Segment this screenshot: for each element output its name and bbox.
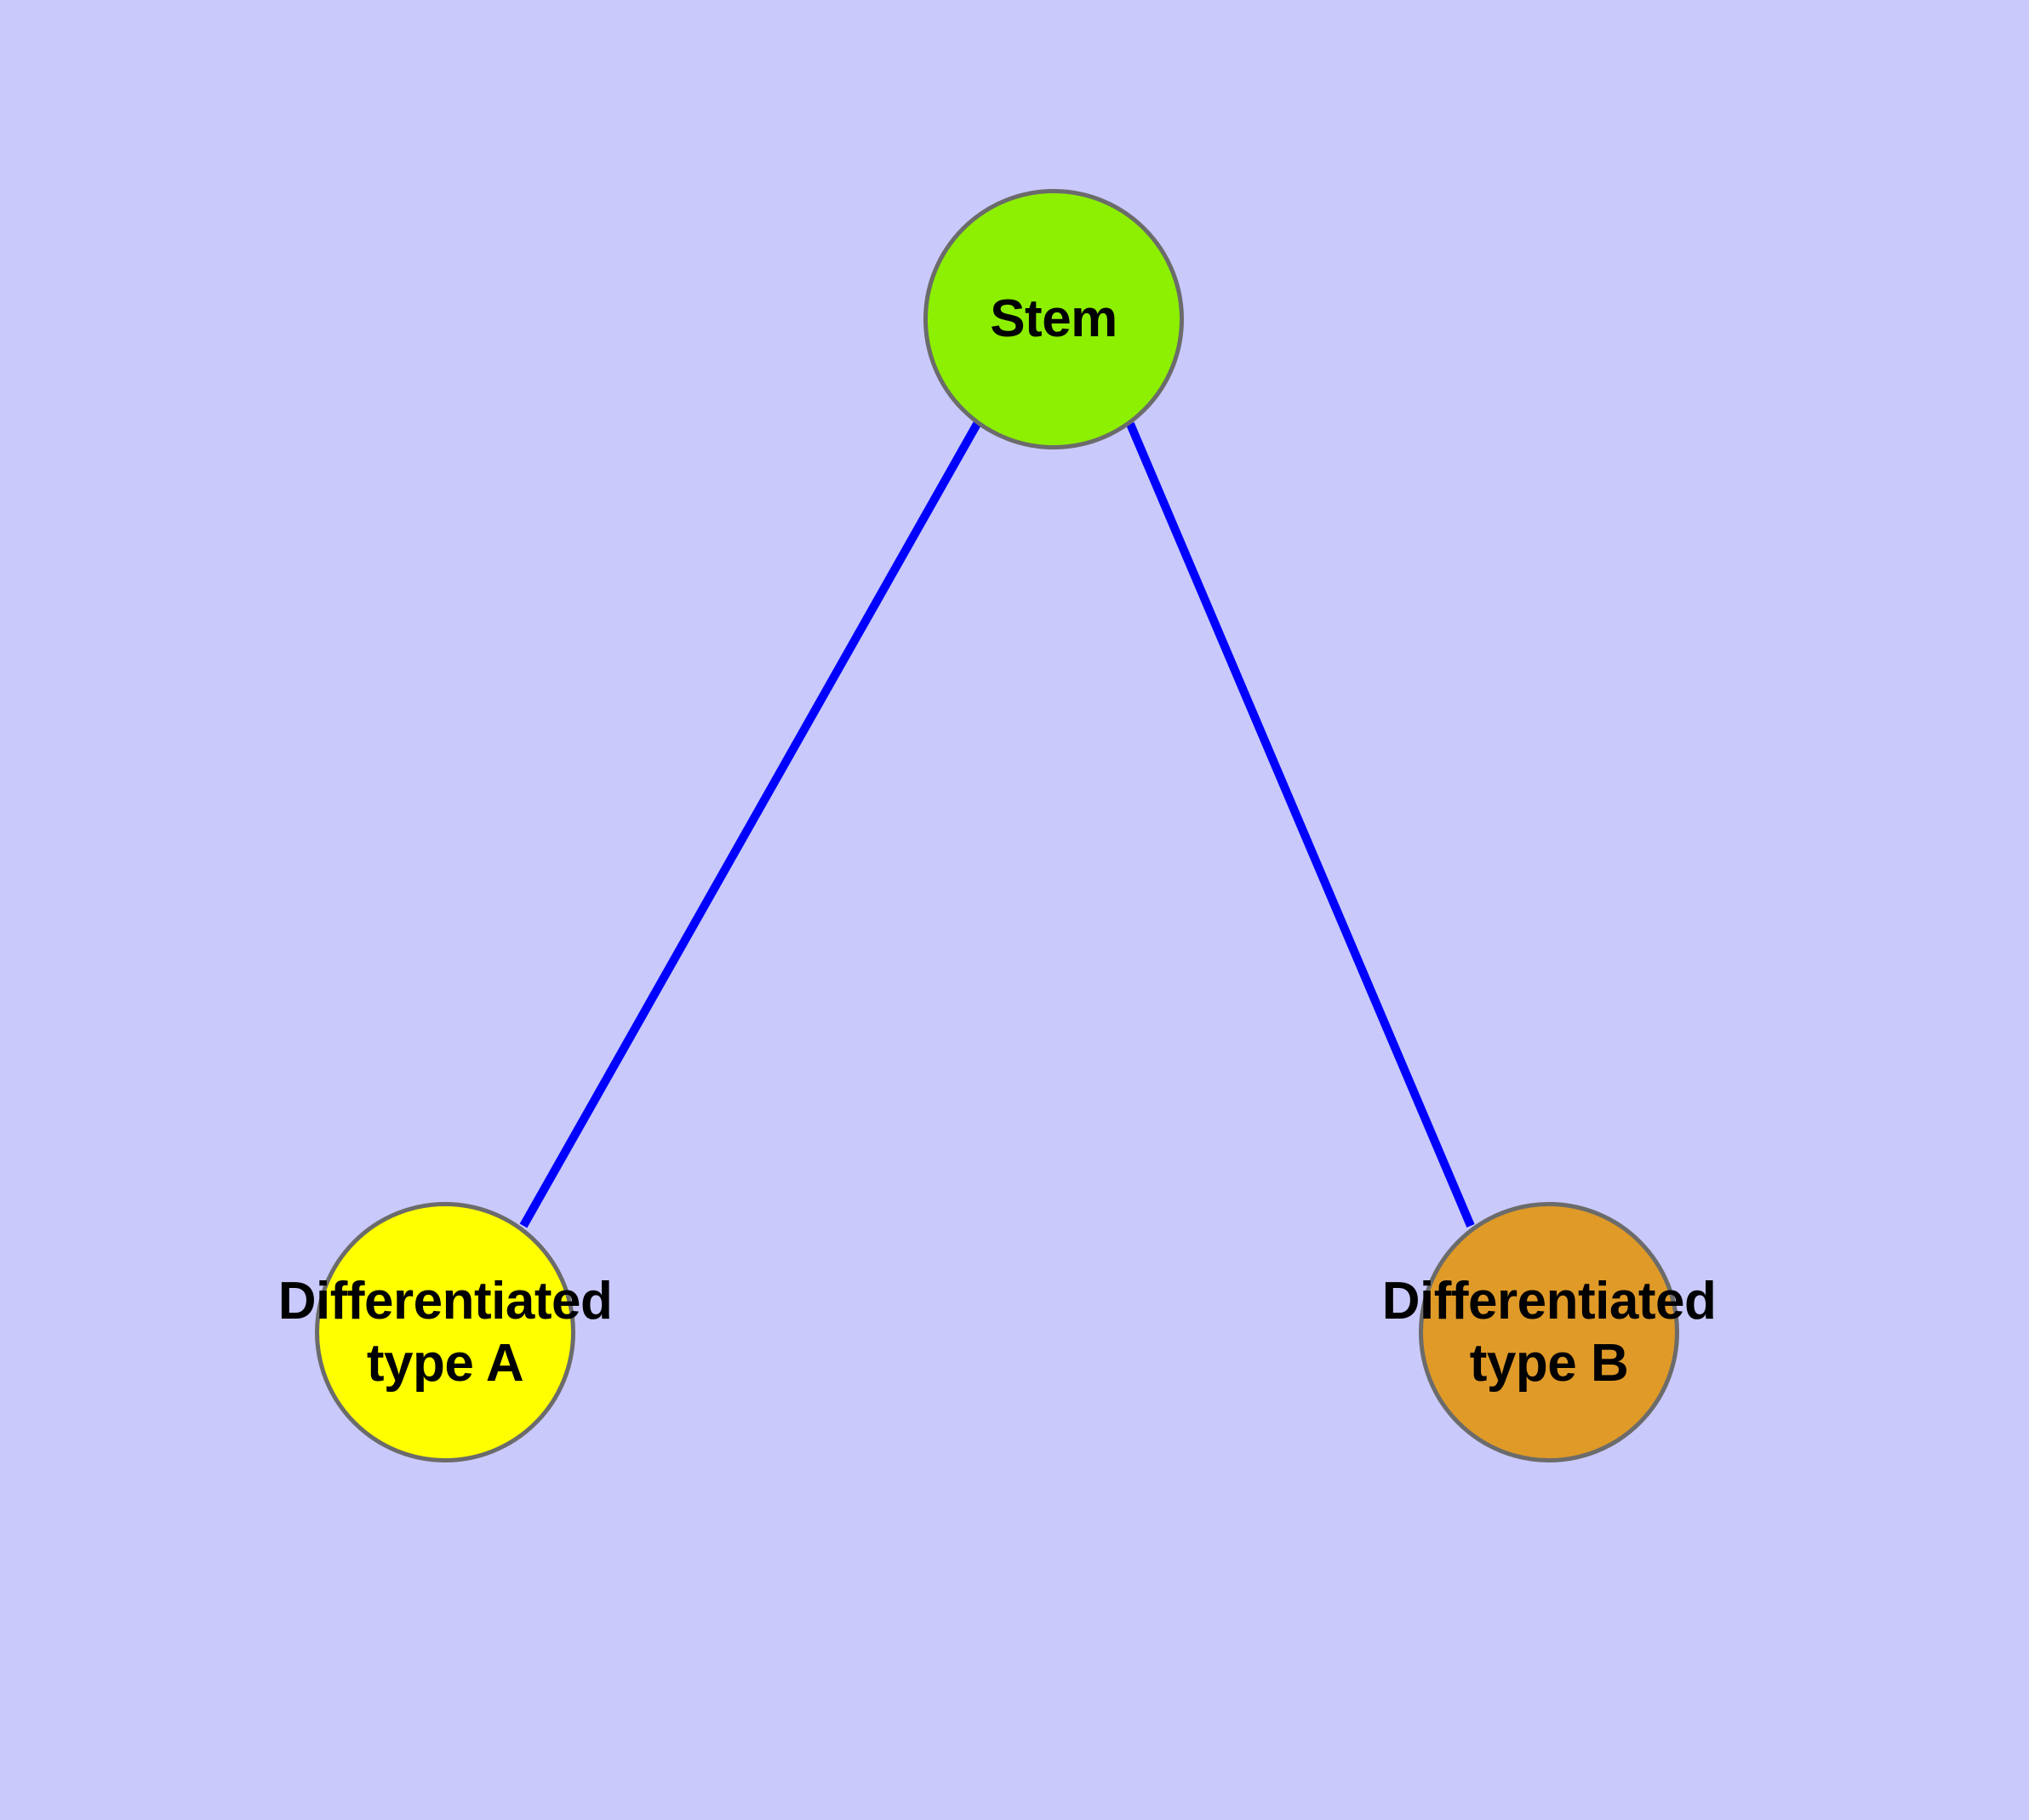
node-stem-circle[interactable] — [923, 189, 1184, 449]
edge-stem-to-diff-a[interactable] — [519, 421, 981, 1228]
node-differentiated-type-b[interactable]: Differentiated type B — [1382, 1202, 1717, 1462]
node-differentiated-type-a[interactable]: Differentiated type A — [278, 1202, 613, 1462]
node-differentiated-type-a-circle[interactable] — [315, 1202, 575, 1462]
node-differentiated-type-b-circle[interactable] — [1419, 1202, 1679, 1462]
edge-stem-to-diff-b[interactable] — [1126, 422, 1475, 1228]
node-stem[interactable]: Stem — [923, 189, 1184, 449]
